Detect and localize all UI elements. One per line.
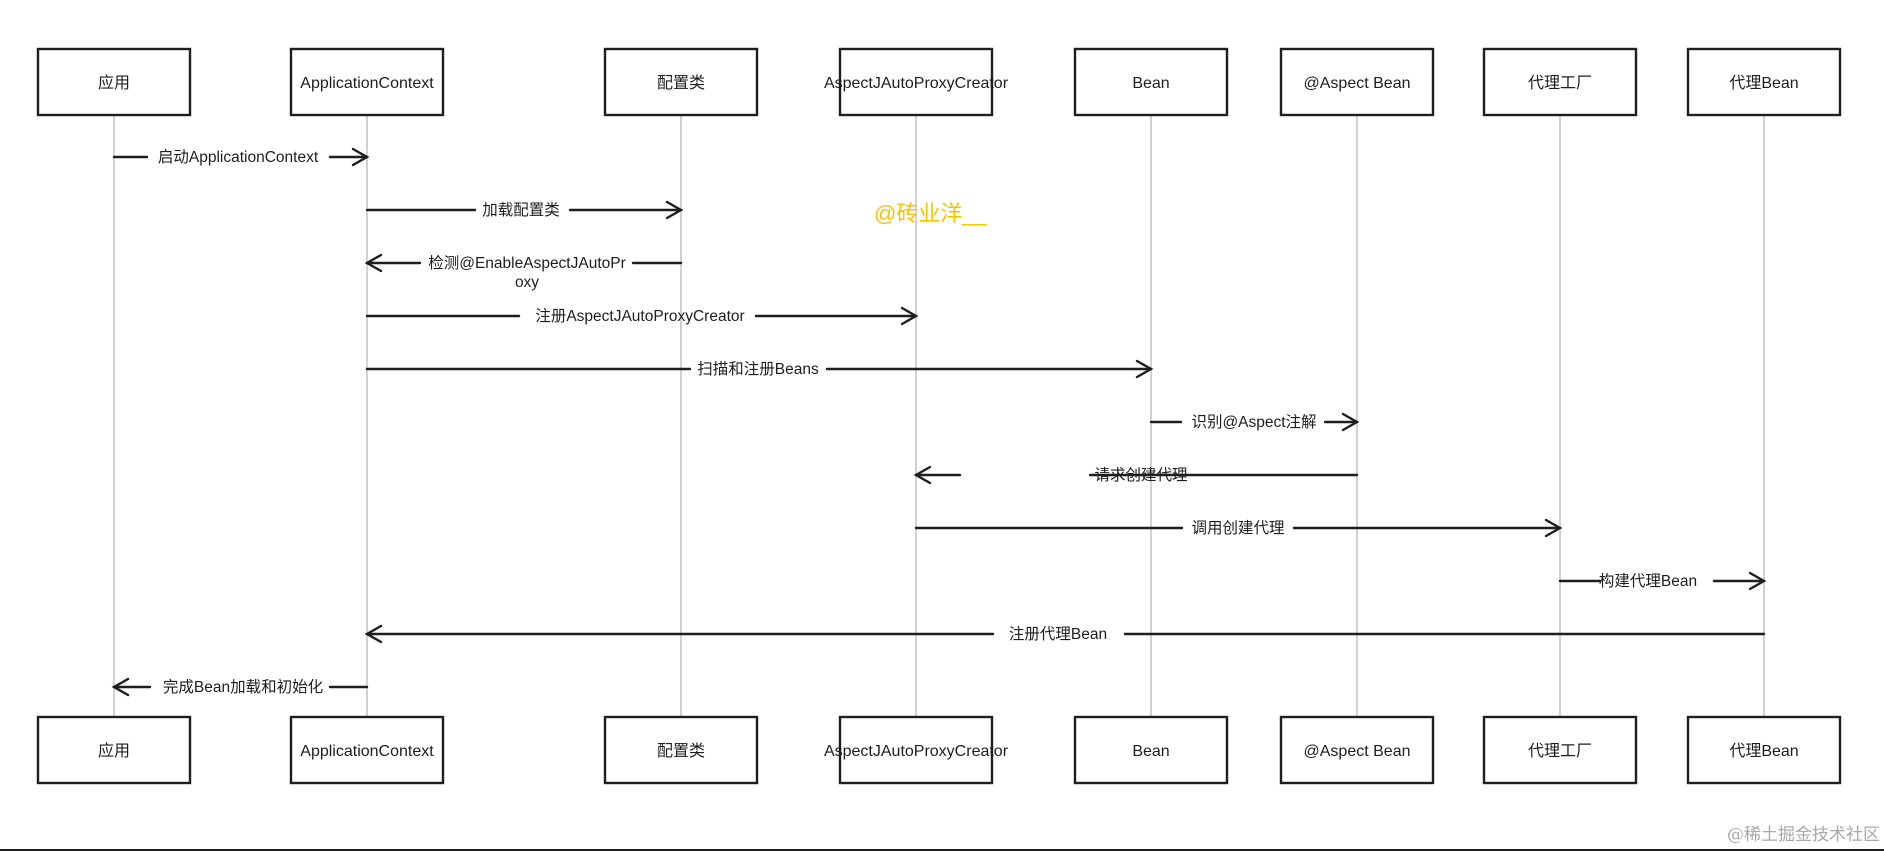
participants: 应用应用ApplicationContextApplicationContext… — [36, 47, 1842, 785]
participant-box — [1279, 47, 1435, 117]
participant-label: 代理工厂 — [1528, 742, 1592, 760]
message-label: 扫描和注册Beans — [697, 360, 819, 378]
participant-label: AspectJAutoProxyCreator — [824, 75, 1009, 92]
participant-creator-top: AspectJAutoProxyCreator — [824, 47, 1009, 117]
author-watermark: @砖业洋__ — [874, 201, 988, 226]
message-2: 加载配置类 — [365, 200, 684, 220]
participant-label: 代理工厂 — [1528, 74, 1592, 92]
participant-label: 代理Bean — [1729, 742, 1798, 760]
participant-aspect-bottom: @Aspect Bean — [1279, 715, 1435, 785]
arrowhead — [1544, 518, 1563, 538]
arrowhead — [1341, 412, 1360, 432]
site-watermark: @稀土掘金技术社区 — [1727, 825, 1880, 845]
message-4: 注册AspectJAutoProxyCreator — [365, 306, 919, 326]
participant-box — [838, 715, 994, 785]
arrowhead — [900, 306, 919, 326]
arrowhead — [351, 147, 370, 167]
participant-box — [289, 715, 445, 785]
message-label: 启动ApplicationContext — [158, 148, 319, 166]
message-label: 注册AspectJAutoProxyCreator — [535, 307, 744, 325]
message-1: 启动ApplicationContext — [112, 147, 370, 167]
message-7: 请求创建代理 — [913, 465, 1359, 485]
participant-box — [1482, 47, 1638, 117]
participant-bean-bottom: Bean — [1073, 715, 1229, 785]
participant-label: @Aspect Bean — [1304, 743, 1411, 760]
message-6: 识别@Aspect注解 — [1149, 412, 1360, 432]
participant-box — [1482, 715, 1638, 785]
messages: 启动ApplicationContext 加载配置类检测@EnableAspect… — [111, 147, 1767, 697]
participant-config-bottom: 配置类 — [603, 715, 759, 785]
participant-label: Bean — [1132, 75, 1169, 92]
participant-label: 应用 — [98, 741, 130, 760]
participant-box — [1279, 715, 1435, 785]
participant-label: 代理Bean — [1729, 74, 1798, 92]
participant-app-top: 应用 — [36, 47, 192, 117]
participant-bean-top: Bean — [1073, 47, 1229, 117]
message-label: 注册代理Bean — [1009, 625, 1107, 643]
message-5: 扫描和注册Beans — [365, 359, 1154, 379]
participant-box — [838, 47, 994, 117]
participant-proxy-bottom: 代理Bean — [1686, 715, 1842, 785]
participant-box — [1686, 47, 1842, 117]
participant-label: @Aspect Bean — [1304, 75, 1411, 92]
arrowhead — [1748, 571, 1767, 591]
message-label: 构建代理Bean — [1599, 572, 1697, 590]
message-label: 请求创建代理 — [1094, 466, 1187, 484]
arrowhead — [111, 677, 130, 697]
arrowhead — [364, 624, 383, 644]
participant-ctx-bottom: ApplicationContext — [289, 715, 445, 785]
participant-label: 配置类 — [657, 74, 705, 92]
lifelines — [113, 115, 1765, 717]
arrowhead — [364, 253, 383, 273]
participant-label: AspectJAutoProxyCreator — [824, 743, 1009, 760]
participant-box — [603, 715, 759, 785]
participant-label: ApplicationContext — [300, 743, 434, 760]
message-9: 构建代理Bean — [1558, 571, 1767, 591]
message-label: 加载配置类 — [482, 201, 560, 219]
message-label: 调用创建代理 — [1191, 519, 1284, 537]
arrowhead — [665, 200, 684, 220]
participant-label: 配置类 — [657, 742, 705, 760]
participant-creator-bottom: AspectJAutoProxyCreator — [824, 715, 1009, 785]
participant-label: 应用 — [98, 73, 130, 92]
participant-aspect-top: @Aspect Bean — [1279, 47, 1435, 117]
arrowhead — [913, 465, 932, 485]
participant-ctx-top: ApplicationContext — [289, 47, 445, 117]
participant-box — [36, 47, 192, 117]
participant-box — [1073, 47, 1229, 117]
participant-config-top: 配置类 — [603, 47, 759, 117]
participant-box — [1686, 715, 1842, 785]
arrowhead — [1135, 359, 1154, 379]
message-label: 完成Bean加载和初始化 — [163, 678, 323, 696]
participant-app-bottom: 应用 — [36, 715, 192, 785]
participant-box — [36, 715, 192, 785]
participant-label: ApplicationContext — [300, 75, 434, 92]
participant-proxy-top: 代理Bean — [1686, 47, 1842, 117]
participant-factory-top: 代理工厂 — [1482, 47, 1638, 117]
participant-box — [1073, 715, 1229, 785]
message-11: 完成Bean加载和初始化 — [111, 677, 369, 697]
participant-label: Bean — [1132, 743, 1169, 760]
participant-box — [603, 47, 759, 117]
message-label: 识别@Aspect注解 — [1191, 413, 1316, 431]
message-8: 调用创建代理 — [914, 518, 1563, 538]
participant-factory-bottom: 代理工厂 — [1482, 715, 1638, 785]
participant-box — [289, 47, 445, 117]
message-10: 注册代理Bean — [364, 624, 1766, 644]
